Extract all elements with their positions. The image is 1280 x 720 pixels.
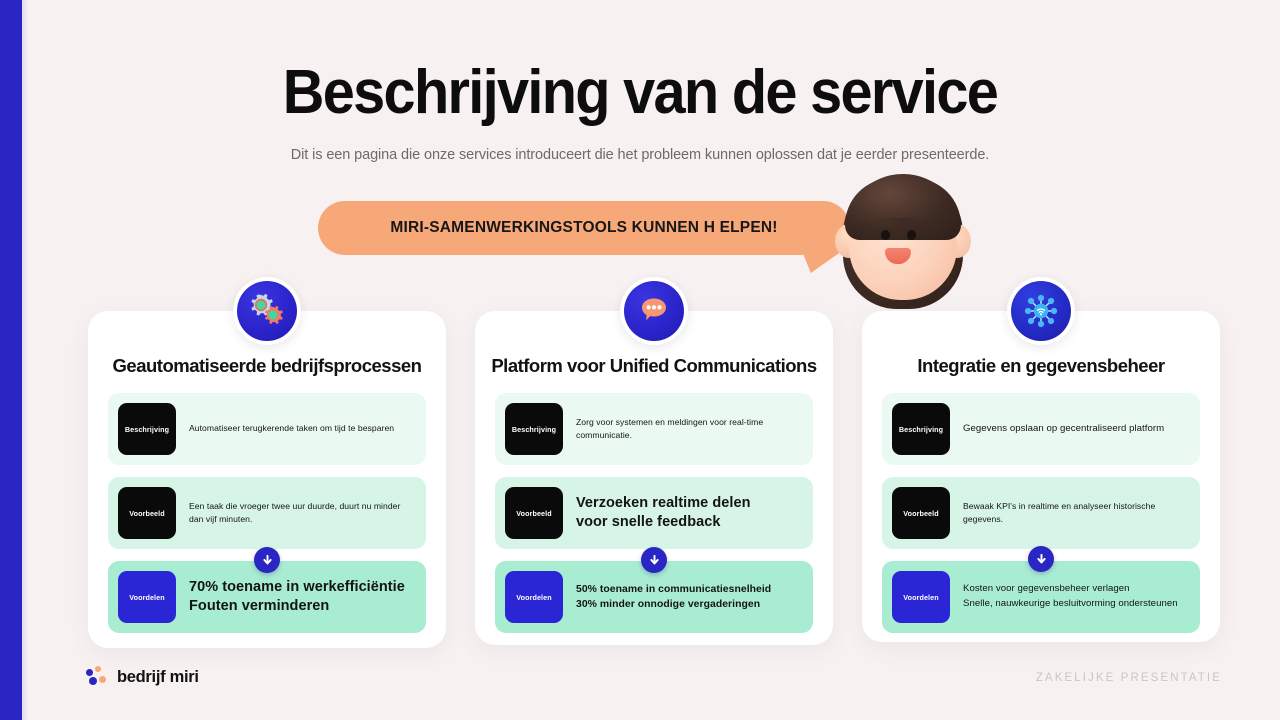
service-card-2[interactable]: Integratie en gegevensbeheer Beschrijvin… [862,277,1220,645]
table-row: Voordelen 50% toename in communicatiesne… [495,561,813,633]
table-row: Voordelen Kosten voor gegevensbeheer ver… [882,561,1200,633]
row-text: Verzoeken realtime delen voor snelle fee… [576,494,751,530]
brand-logo-icon [86,666,108,688]
avatar-eye-right [907,230,916,240]
table-row: Voorbeeld Verzoeken realtime delen voor … [495,477,813,549]
row-tag: Voorbeeld [118,487,176,539]
footer-label: ZAKELIJKE PRESENTATIE [1035,672,1222,684]
row-tag: Voordelen [118,571,176,623]
footer-brand: bedrijf miri [86,666,199,688]
page-title: Beschrijving van de service [282,58,999,127]
row-tag: Beschrijving [505,403,563,455]
left-accent-bar-fade [22,0,28,720]
table-row: Beschrijving Gegevens opslaan op gecentr… [882,393,1200,465]
table-row: Voorbeeld Een taak die vroeger twee uur … [108,477,426,549]
card-title-2: Integratie en gegevensbeheer [917,355,1165,376]
service-card-0[interactable]: Geautomatiseerde bedrijfsprocessen Besch… [88,277,446,648]
left-accent-bar [0,0,22,720]
speech-bubble: MIRI-SAMENWERKINGSTOOLS KUNNEN H ELPEN! [318,201,856,281]
row-text: Zorg voor systemen en meldingen voor rea… [576,416,764,440]
arrow-down-icon [254,547,280,573]
row-text: Gegevens opslaan op gecentraliseerd plat… [963,422,1165,434]
row-text: Een taak die vroeger twee uur duurde, du… [189,500,401,524]
row-text: Bewaak KPI's in realtime en analyseer hi… [963,500,1156,524]
brand-name: bedrijf miri [117,667,199,686]
speech-bubble-body: MIRI-SAMENWERKINGSTOOLS KUNNEN H ELPEN! [318,201,850,255]
row-tag: Beschrijving [118,403,176,455]
row-text: Automatiseer terugkerende taken om tijd … [189,423,395,434]
avatar-hair-front [845,178,961,240]
row-tag: Voordelen [505,571,563,623]
card-title-1: Platform voor Unified Communications [491,355,817,376]
row-tag: Beschrijving [892,403,950,455]
row-tag: Voordelen [892,571,950,623]
table-row: Beschrijving Automatiseer terugkerende t… [108,393,426,465]
row-tag: Voorbeeld [505,487,563,539]
table-row: Beschrijving Zorg voor systemen en meldi… [495,393,813,465]
card-title-0: Geautomatiseerde bedrijfsprocessen [112,355,422,376]
avatar-mouth [885,248,911,264]
avatar-eye-left [881,230,890,240]
arrow-down-icon [1028,546,1054,572]
chat-bubble-icon [620,277,688,345]
service-card-1[interactable]: Platform voor Unified Communications Bes… [475,277,833,645]
avatar [823,170,983,320]
card-rows-1: Beschrijving Zorg voor systemen en meldi… [495,393,813,645]
speech-bubble-text: MIRI-SAMENWERKINGSTOOLS KUNNEN H ELPEN! [390,218,778,236]
card-rows-2: Beschrijving Gegevens opslaan op gecentr… [882,393,1200,645]
card-rows-0: Beschrijving Automatiseer terugkerende t… [108,393,426,645]
gears-icon [233,277,301,345]
network-hub-icon [1007,277,1075,345]
row-tag: Voorbeeld [892,487,950,539]
table-row: Voordelen 70% toename in werkefficiëntie… [108,561,426,633]
page-subtitle: Dit is een pagina die onze services intr… [290,147,990,163]
table-row: Voorbeeld Bewaak KPI's in realtime en an… [882,477,1200,549]
arrow-down-icon [641,547,667,573]
